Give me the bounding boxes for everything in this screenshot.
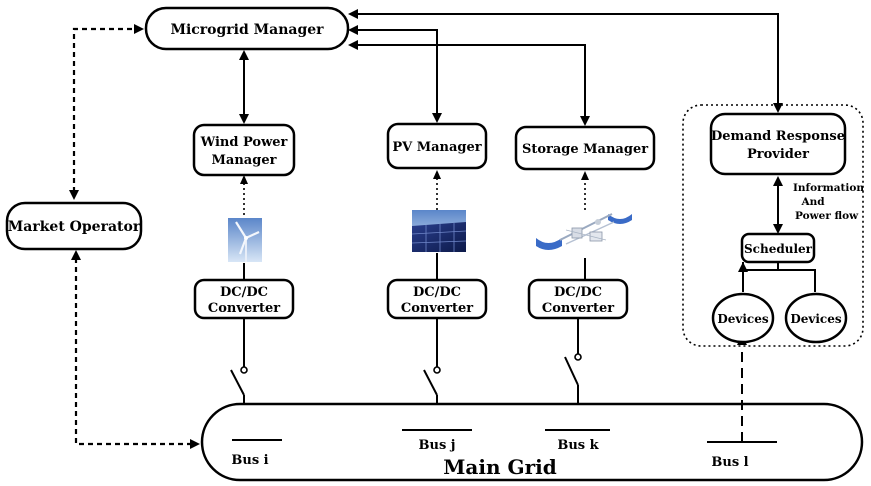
wind-manager-line2: Manager xyxy=(212,153,277,168)
pv-manager-label: PV Manager xyxy=(392,140,481,155)
demand-response-provider-node xyxy=(709,112,847,176)
devices-label-1: Devices xyxy=(717,312,769,326)
devices-node-2 xyxy=(784,292,848,344)
demand-response-region xyxy=(682,104,864,347)
converter-pv-line1: DC/DC xyxy=(413,285,461,300)
link-mm-pv xyxy=(355,29,438,114)
bus-i-label: Bus i xyxy=(231,453,268,468)
microgrid-manager-node xyxy=(144,6,350,51)
bus-j-label: Bus j xyxy=(419,438,456,453)
converter-storage-line1: DC/DC xyxy=(554,285,602,300)
info-flow-line3: Power flow xyxy=(795,210,859,222)
link-mm-storage xyxy=(355,44,586,117)
pv-manager-node xyxy=(386,122,488,170)
converter-pv-line2: Converter xyxy=(401,301,473,316)
solar-panel-icon xyxy=(411,210,467,252)
converter-storage xyxy=(527,278,629,320)
info-flow-line2: And xyxy=(800,196,825,208)
converter-pv xyxy=(386,278,488,320)
dr-provider-line2: Provider xyxy=(747,147,809,162)
market-operator-label: Market Operator xyxy=(8,219,141,235)
converter-wind-line1: DC/DC xyxy=(220,285,268,300)
bus-l-label: Bus l xyxy=(711,455,748,470)
storage-manager-label: Storage Manager xyxy=(522,142,648,157)
dr-provider-line1: Demand Response xyxy=(711,129,845,144)
main-grid xyxy=(200,402,864,482)
wind-manager-line1: Wind Power xyxy=(200,135,288,150)
scheduler-label: Scheduler xyxy=(744,242,813,256)
devices-node-1 xyxy=(711,292,775,344)
converter-wind-line2: Converter xyxy=(208,301,280,316)
info-flow-line1: Information xyxy=(793,182,864,194)
converter-wind xyxy=(193,278,295,320)
microgrid-manager-label: Microgrid Manager xyxy=(170,22,324,38)
main-grid-label: Main Grid xyxy=(443,455,556,479)
storage-system-icon xyxy=(536,213,632,250)
link-mo-bus-i xyxy=(74,258,190,446)
storage-manager-node xyxy=(514,125,656,171)
wind-power-manager-node xyxy=(192,123,296,177)
link-mm-dr xyxy=(355,13,779,104)
wind-turbine-icon xyxy=(228,218,262,262)
converter-storage-line2: Converter xyxy=(542,301,614,316)
scheduler-node xyxy=(740,232,816,264)
bus-k-label: Bus k xyxy=(557,438,599,453)
link-mo-mm xyxy=(72,27,134,192)
devices-label-2: Devices xyxy=(790,312,842,326)
market-operator-node xyxy=(5,201,143,251)
